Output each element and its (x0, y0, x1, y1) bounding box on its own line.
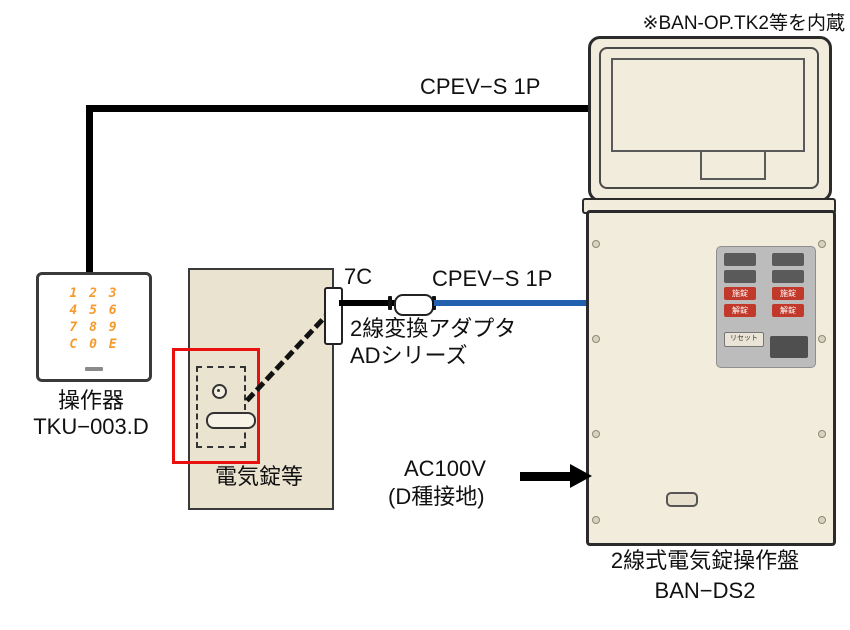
cable-label-mid: CPEV−S 1P (432, 266, 553, 291)
unlock-button: 解錠 (724, 304, 756, 317)
keypad-row-3: 7 8 9 (69, 320, 119, 335)
keypad-row-2: 4 5 6 (69, 303, 119, 318)
blue-cable (434, 300, 590, 306)
lock-highlight-box (172, 348, 260, 464)
keypad-row-4: C 0 E (69, 337, 119, 352)
power-arrow-head (570, 464, 592, 488)
screw-mark (592, 516, 600, 524)
screw-mark (592, 335, 600, 343)
cable-label-top: CPEV−S 1P (420, 74, 541, 99)
panel-button-dark (724, 270, 756, 283)
panel-handle (666, 492, 698, 507)
black-cable-vertical (86, 105, 93, 274)
panel-button-dark (724, 253, 756, 266)
power-arrow-shaft (520, 472, 572, 481)
power-label-ac: AC100V (404, 456, 486, 481)
panel-lid-nameplate (700, 150, 766, 180)
screw-mark (592, 430, 600, 438)
keypad-model: TKU−003.D (33, 414, 149, 439)
panel-caption: 2線式電気錠操作盤 (610, 548, 800, 573)
adapter-label-line1: 2線変換アダプタ (350, 316, 517, 341)
screw-mark (592, 240, 600, 248)
panel-lid-inner (599, 47, 819, 189)
connector-label: 7C (344, 264, 373, 289)
panel-button-dark (772, 253, 804, 266)
panel-lid-face (611, 58, 805, 152)
panel-model: BAN−DS2 (654, 578, 756, 603)
keypad-digit-rows: 1 2 3 4 5 6 7 8 9 C 0 E (39, 285, 149, 353)
adapter-label-line2: ADシリーズ (350, 343, 468, 368)
note-built-in: ※BAN-OP.TK2等を内蔵 (642, 13, 845, 34)
door-label: 電気錠等 (214, 464, 303, 489)
lock-cylinder-dot (217, 389, 220, 392)
keypad-unit: 1 2 3 4 5 6 7 8 9 C 0 E (36, 272, 152, 382)
black-cable-horizontal (86, 105, 590, 112)
screw-mark (818, 430, 826, 438)
lock-button: 施錠 (772, 287, 804, 300)
unlock-button: 解錠 (772, 304, 804, 317)
screw-mark (818, 335, 826, 343)
two-wire-adapter-icon (394, 294, 434, 316)
lock-lever-handle-icon (206, 412, 256, 429)
connector-7c (324, 287, 343, 345)
keypad-caption: 操作器 (57, 388, 124, 413)
power-label-ground: (D種接地) (388, 484, 485, 509)
screw-mark (818, 240, 826, 248)
panel-brand-plate (770, 336, 808, 358)
adapter-tick-left (388, 296, 392, 310)
lock-cable-segment (339, 300, 395, 306)
lock-button: 施錠 (724, 287, 756, 300)
reset-button: リセット (724, 332, 764, 347)
lock-dashed-outline (196, 366, 246, 448)
screw-mark (818, 516, 826, 524)
panel-button-dark (772, 270, 804, 283)
keypad-row-1: 1 2 3 (69, 286, 119, 301)
keypad-brand-mark (85, 367, 103, 371)
